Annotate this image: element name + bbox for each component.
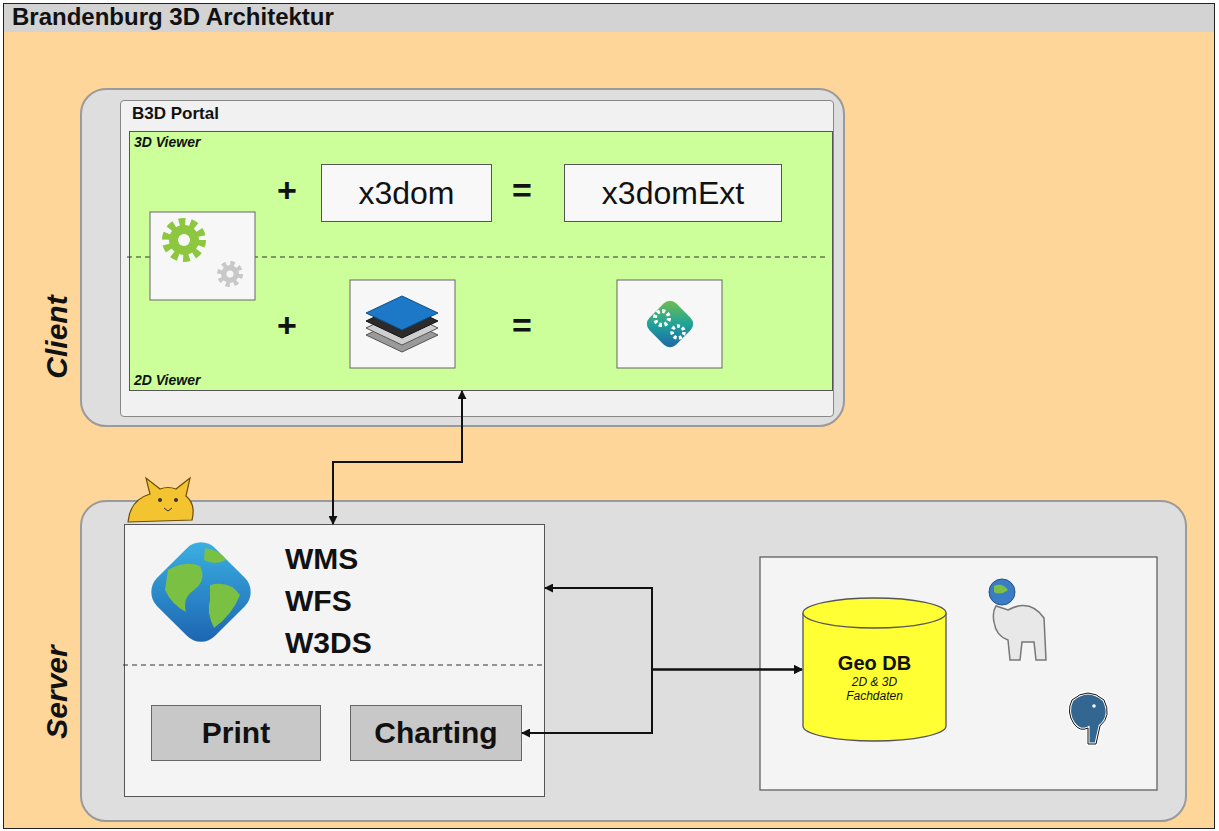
tier-label: Client bbox=[41, 295, 73, 378]
separator bbox=[123, 665, 542, 666]
operator-sign: = bbox=[512, 172, 532, 208]
logo-icon bbox=[617, 280, 722, 368]
operator-sign: = bbox=[512, 307, 532, 343]
service-name: WFS bbox=[285, 583, 352, 619]
separator bbox=[127, 257, 829, 258]
postgis-icon bbox=[989, 579, 1046, 660]
module-box: Print bbox=[151, 705, 321, 761]
connector bbox=[522, 670, 802, 734]
operator-sign: + bbox=[277, 172, 297, 208]
viewer-area: 3D Viewer 2D Viewer x3dom x3domExt bbox=[129, 131, 833, 391]
viewer-label: 2D Viewer bbox=[134, 372, 200, 388]
module-box: Charting bbox=[350, 705, 522, 761]
library-box: x3domExt bbox=[564, 164, 782, 222]
viewer-label: 3D Viewer bbox=[134, 134, 200, 150]
postgresql-icon bbox=[1069, 693, 1107, 744]
database-cylinder: Geo DB2D & 3D Fachdaten bbox=[802, 597, 947, 742]
library-name: x3dom bbox=[358, 175, 454, 211]
library-name: x3domExt bbox=[602, 175, 744, 211]
module-name: Charting bbox=[374, 716, 497, 750]
globe-icon bbox=[143, 534, 259, 650]
gear-icon bbox=[150, 212, 255, 300]
db-container bbox=[760, 557, 1157, 790]
layers-icon bbox=[350, 280, 455, 368]
db-text: 2D & 3D Fachdaten bbox=[840, 675, 910, 703]
portal-box: B3D Portal 3D Viewer 2D Viewer x3dom x3domEx… bbox=[120, 100, 834, 417]
diagram-title: Brandenburg 3D Architektur bbox=[12, 4, 334, 30]
module-name: Print bbox=[202, 716, 270, 750]
tomcat-icon bbox=[128, 478, 193, 522]
service-name: WMS bbox=[285, 541, 358, 577]
service-name: W3DS bbox=[285, 625, 372, 661]
box-heading: B3D Portal bbox=[132, 104, 219, 124]
db-text: Geo DB bbox=[838, 651, 911, 675]
service-box: WMS WFS W3DS Print Charting bbox=[124, 524, 545, 797]
operator-sign: + bbox=[277, 307, 297, 343]
server-panel: ServerWMSWFSW3DSPrintChartingGeo DB2D & … bbox=[80, 500, 1187, 822]
client-panel: ClientB3D Portal3D Viewer2D Viewerx3domx… bbox=[80, 88, 845, 427]
connector bbox=[333, 391, 462, 524]
tier-label: Server bbox=[41, 645, 73, 738]
connector bbox=[545, 588, 802, 670]
library-box: x3dom bbox=[321, 164, 492, 222]
